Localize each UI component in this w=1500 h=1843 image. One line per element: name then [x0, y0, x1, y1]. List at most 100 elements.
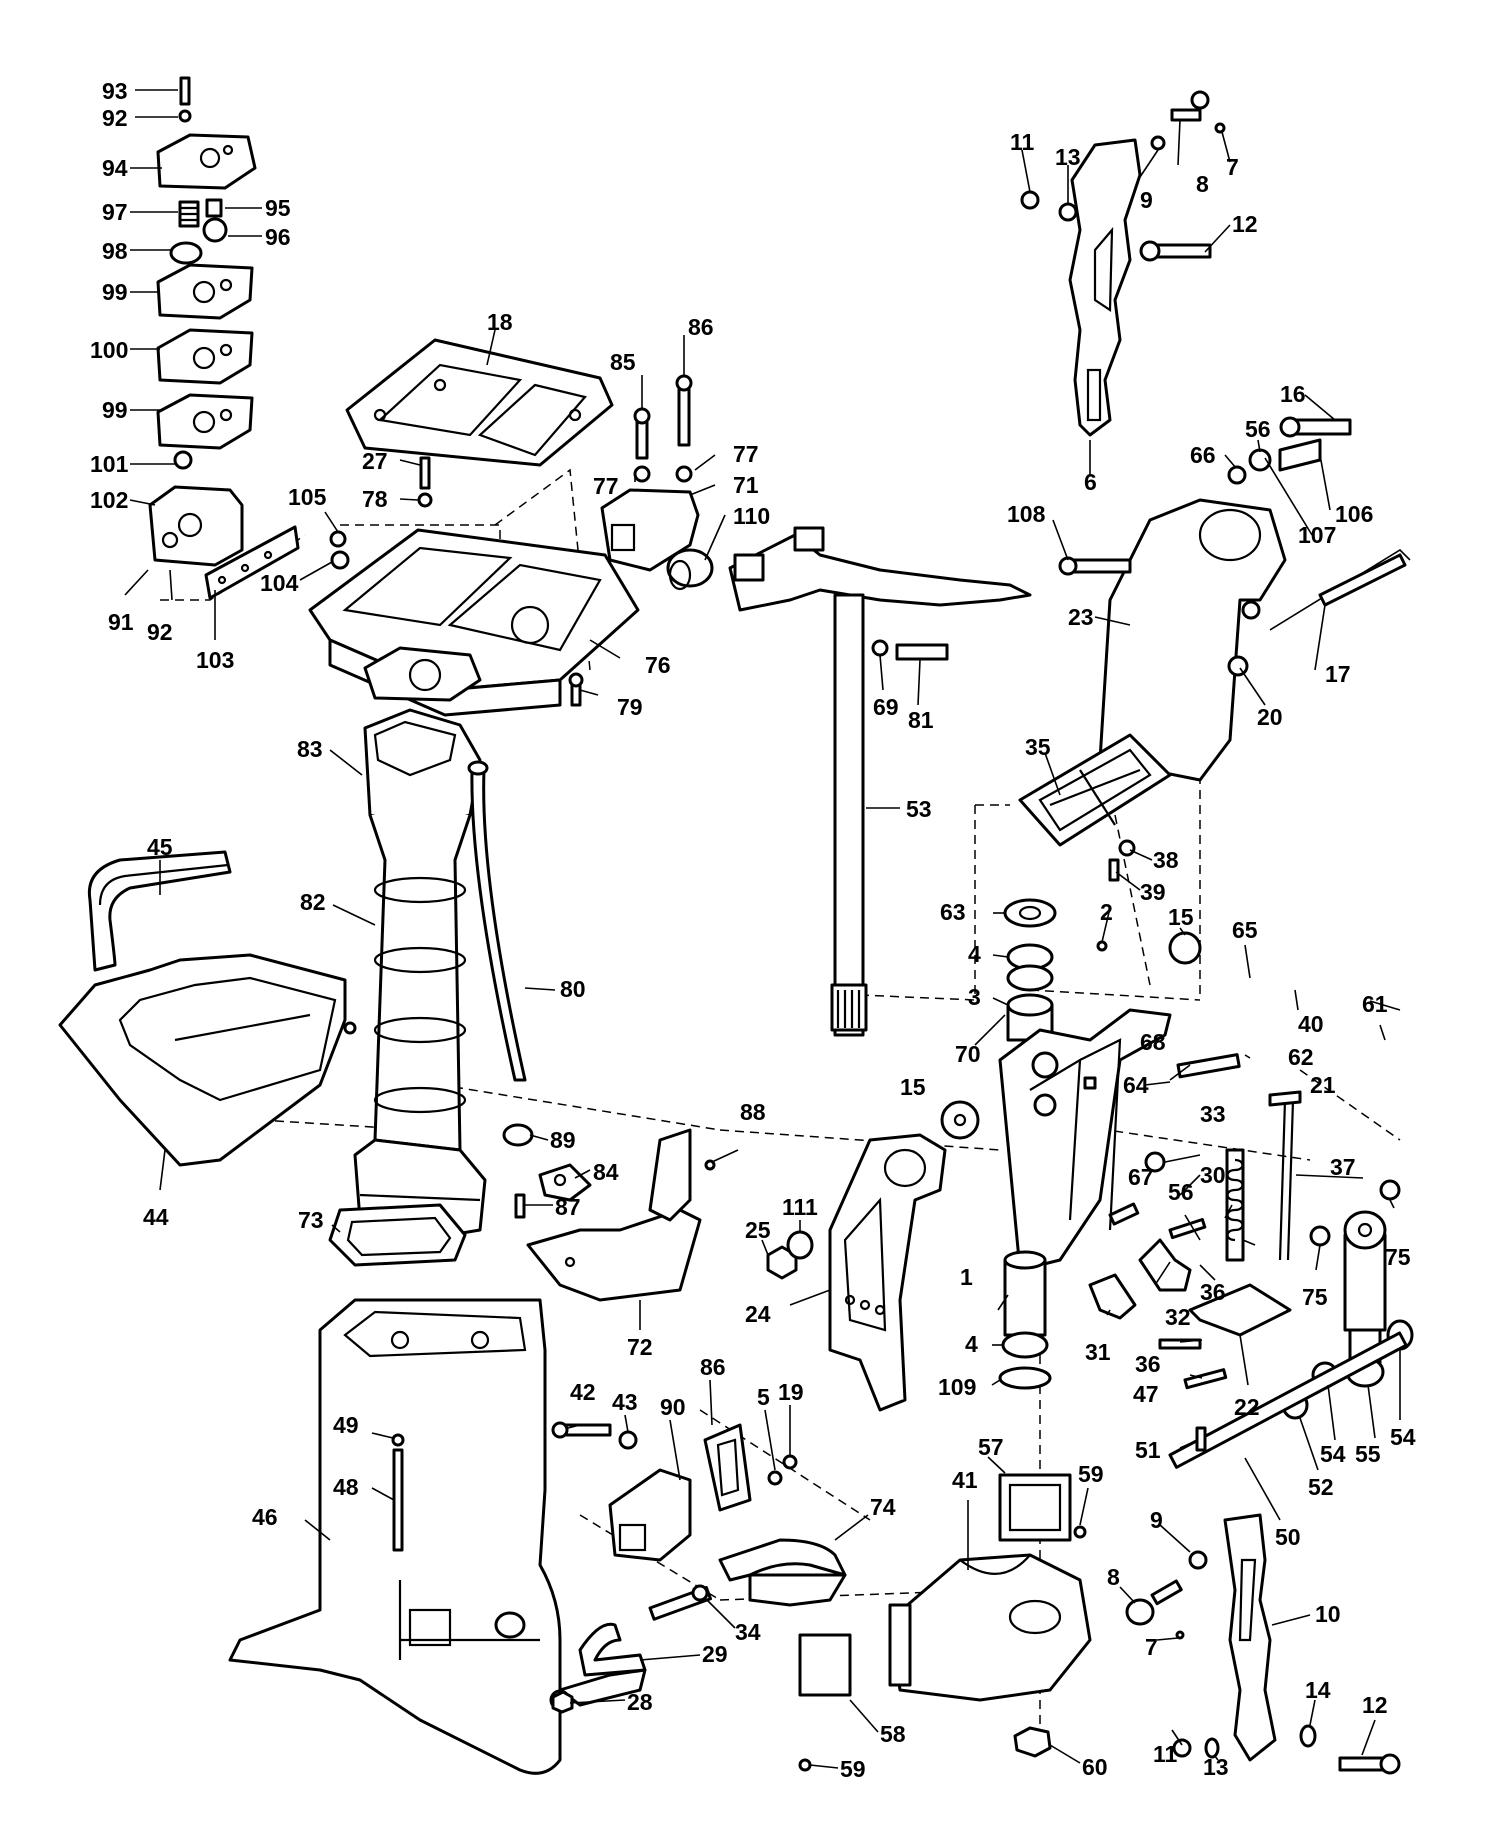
callout-68: 68 [1140, 1029, 1166, 1055]
callout-104: 104 [260, 570, 299, 596]
callout-8: 8 [1107, 1564, 1120, 1590]
callout-85: 85 [610, 349, 636, 375]
callout-111: 111 [782, 1194, 818, 1220]
callout-33: 33 [1200, 1101, 1226, 1127]
callout-64: 64 [1123, 1072, 1149, 1098]
callout-100: 100 [90, 337, 128, 363]
callout-88: 88 [740, 1099, 766, 1125]
callout-73: 73 [298, 1207, 324, 1233]
callout-11: 11 [1153, 1741, 1178, 1767]
callout-80: 80 [560, 976, 586, 1002]
callout-35: 35 [1025, 734, 1051, 760]
exhaust-housing [353, 646, 534, 1242]
callout-60: 60 [1082, 1754, 1108, 1780]
callout-59: 59 [1078, 1461, 1104, 1487]
callout-57: 57 [978, 1434, 1004, 1460]
callout-31: 31 [1085, 1339, 1111, 1365]
callout-77: 77 [593, 473, 619, 499]
callout-18: 18 [487, 309, 513, 335]
callout-4: 4 [965, 1331, 978, 1357]
callout-108: 108 [1007, 501, 1046, 527]
tilt-mechanism [1088, 1090, 1414, 1469]
callout-7: 7 [1226, 154, 1239, 180]
callout-70: 70 [955, 1041, 981, 1067]
callout-42: 42 [570, 1379, 596, 1405]
callout-56: 56 [1245, 416, 1271, 442]
callout-98: 98 [102, 238, 128, 264]
callout-7: 7 [1145, 1634, 1158, 1660]
callout-36: 36 [1135, 1351, 1161, 1377]
callout-102: 102 [90, 487, 128, 513]
callout-92: 92 [147, 619, 173, 645]
callout-30: 30 [1200, 1162, 1226, 1188]
callout-99: 99 [102, 397, 128, 423]
callout-14: 14 [1305, 1677, 1331, 1703]
callout-29: 29 [702, 1641, 728, 1667]
callout-22: 22 [1234, 1394, 1260, 1420]
callout-17: 17 [1325, 661, 1351, 687]
callout-110: 110 [733, 503, 770, 529]
stern-bracket-lower [1125, 1513, 1401, 1775]
callout-105: 105 [288, 484, 327, 510]
callout-67: 67 [1128, 1164, 1154, 1190]
stern-bracket-upper [1020, 90, 1226, 437]
callout-89: 89 [550, 1127, 576, 1153]
lower-strap-parts [549, 1538, 847, 1714]
callout-21: 21 [1310, 1072, 1336, 1098]
callout-91: 91 [108, 609, 134, 635]
bracket-24 [766, 1133, 947, 1412]
callout-40: 40 [1298, 1011, 1324, 1037]
callout-48: 48 [333, 1474, 359, 1500]
callout-77: 77 [733, 441, 759, 467]
swivel-bracket-23 [1058, 416, 1411, 782]
callout-25: 25 [745, 1217, 771, 1243]
callout-84: 84 [593, 1159, 619, 1185]
callout-8: 8 [1196, 171, 1209, 197]
callout-4: 4 [968, 941, 981, 967]
callout-52: 52 [1308, 1474, 1334, 1500]
callout-97: 97 [102, 199, 128, 225]
leader-lines [124, 89, 1401, 1769]
callout-103: 103 [196, 647, 234, 673]
callout-34: 34 [735, 1619, 761, 1645]
callout-38: 38 [1153, 847, 1179, 873]
callout-9: 9 [1150, 1507, 1163, 1533]
callout-54: 54 [1390, 1424, 1416, 1450]
callout-93: 93 [102, 78, 128, 104]
callout-50: 50 [1275, 1524, 1301, 1550]
callout-56: 56 [1168, 1179, 1194, 1205]
transom-bracket-main [940, 1008, 1241, 1390]
callout-61: 61 [1362, 991, 1388, 1017]
bracket-71-group [600, 374, 714, 591]
callout-36: 36 [1200, 1279, 1226, 1305]
callout-107: 107 [1298, 522, 1336, 548]
callout-11: 11 [1010, 129, 1035, 155]
callout-65: 65 [1232, 917, 1258, 943]
callout-82: 82 [300, 889, 326, 915]
callout-55: 55 [1355, 1441, 1381, 1467]
lower-clamp-group [798, 1473, 1092, 1772]
callout-74: 74 [870, 1494, 896, 1520]
callout-13: 13 [1055, 144, 1081, 170]
callout-44: 44 [143, 1204, 169, 1230]
callout-92: 92 [102, 105, 128, 131]
callout-62: 62 [1288, 1044, 1314, 1070]
callout-69: 69 [873, 694, 899, 720]
callout-24: 24 [745, 1301, 771, 1327]
callout-41: 41 [952, 1467, 978, 1493]
callout-71: 71 [733, 472, 759, 498]
callout-54: 54 [1320, 1441, 1346, 1467]
callout-95: 95 [265, 195, 291, 221]
callout-32: 32 [1165, 1304, 1191, 1330]
water-tube-parts [328, 1128, 716, 1302]
callout-28: 28 [627, 1689, 653, 1715]
callout-10: 10 [1315, 1601, 1341, 1627]
callout-99: 99 [102, 279, 128, 305]
callout-101: 101 [90, 451, 129, 477]
callout-47: 47 [1133, 1381, 1159, 1407]
callout-94: 94 [102, 155, 128, 181]
callout-39: 39 [1140, 879, 1166, 905]
callout-106: 106 [1335, 501, 1373, 527]
callout-20: 20 [1257, 704, 1283, 730]
